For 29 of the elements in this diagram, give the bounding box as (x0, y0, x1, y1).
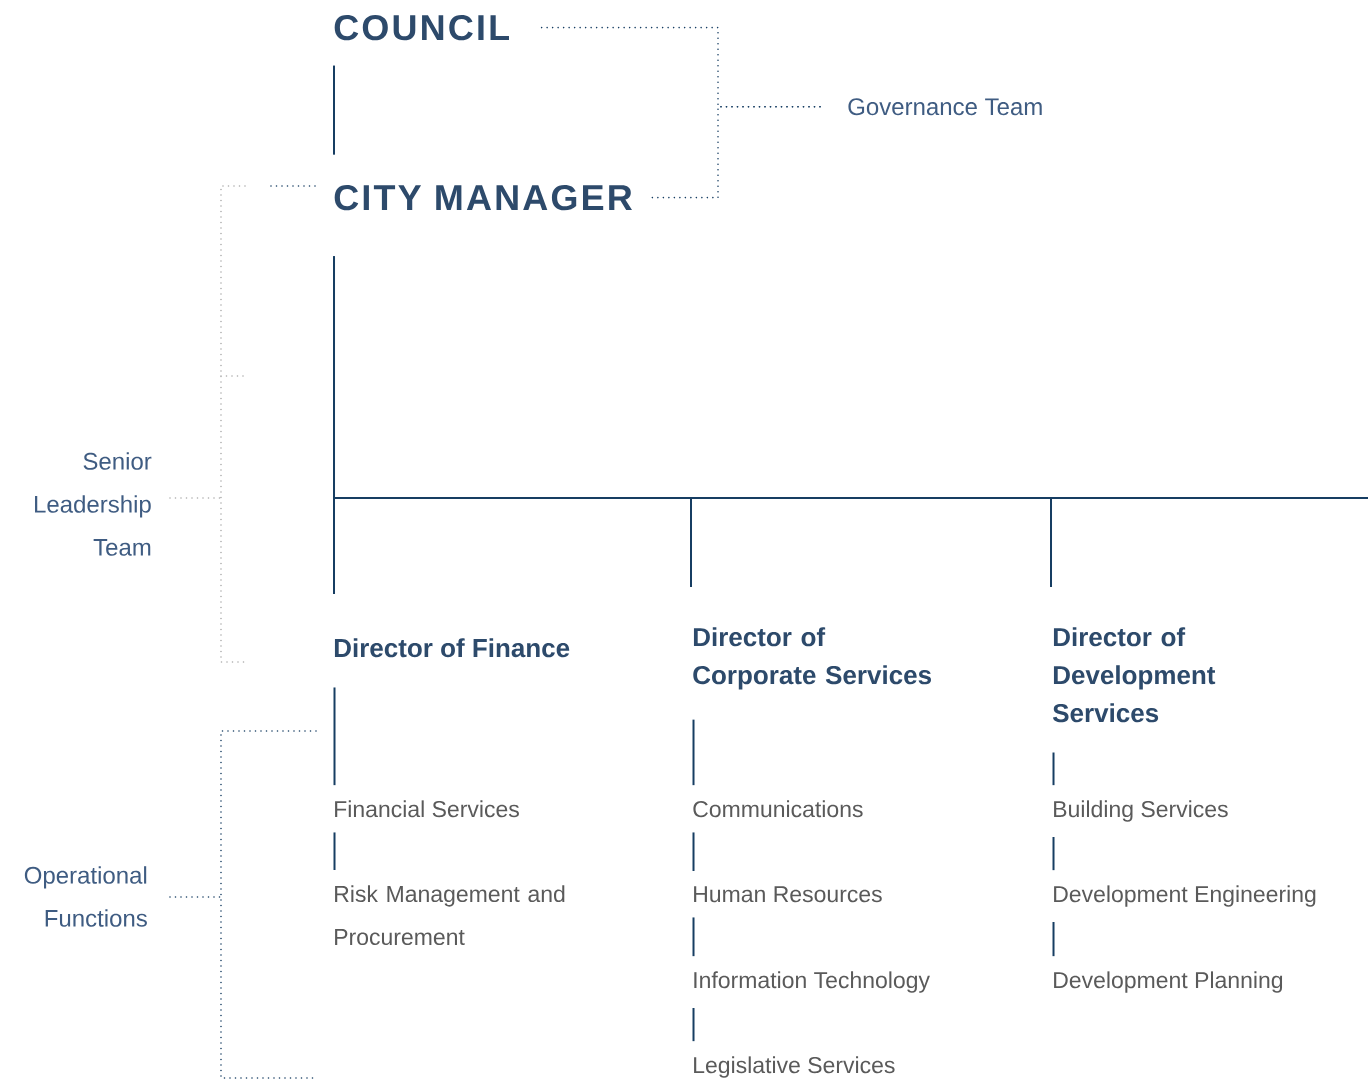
department-label: Building Services (1054, 800, 1228, 822)
connector-line (333, 686, 336, 787)
department-label: Information Technology (694, 971, 930, 993)
department-label: Development Engineering (1054, 885, 1316, 907)
director-title: Director of Corporate Services (693, 627, 931, 690)
bracket-line (649, 105, 821, 199)
council-title: COUNCIL (334, 14, 509, 41)
connector-line (1052, 751, 1055, 787)
connector-line (1052, 921, 1055, 958)
team-label: Operational Functions (24, 866, 147, 927)
team-label: Senior Leadership Team (35, 452, 152, 556)
manager-title: CITY MANAGER (334, 184, 632, 211)
connector-line (333, 64, 335, 156)
connector-line (1052, 836, 1055, 872)
connector-line (692, 1007, 695, 1043)
director-title: Director of Finance (334, 638, 570, 658)
connector-line (692, 831, 695, 872)
connector-line (692, 916, 695, 958)
connector-line (333, 831, 336, 871)
department-label: Risk Management and Procurement (335, 885, 565, 946)
connector-line (692, 718, 695, 787)
department-label: Human Resources (694, 886, 882, 903)
team-label: Governance Team (848, 98, 1042, 116)
director-title: Director of Development Services (1052, 627, 1216, 723)
department-label: Legislative Services (694, 1056, 895, 1078)
department-label: Development Planning (1054, 971, 1283, 993)
department-label: Financial Services (335, 800, 519, 818)
connector-line (333, 255, 1368, 499)
department-label: Communications (693, 800, 863, 818)
